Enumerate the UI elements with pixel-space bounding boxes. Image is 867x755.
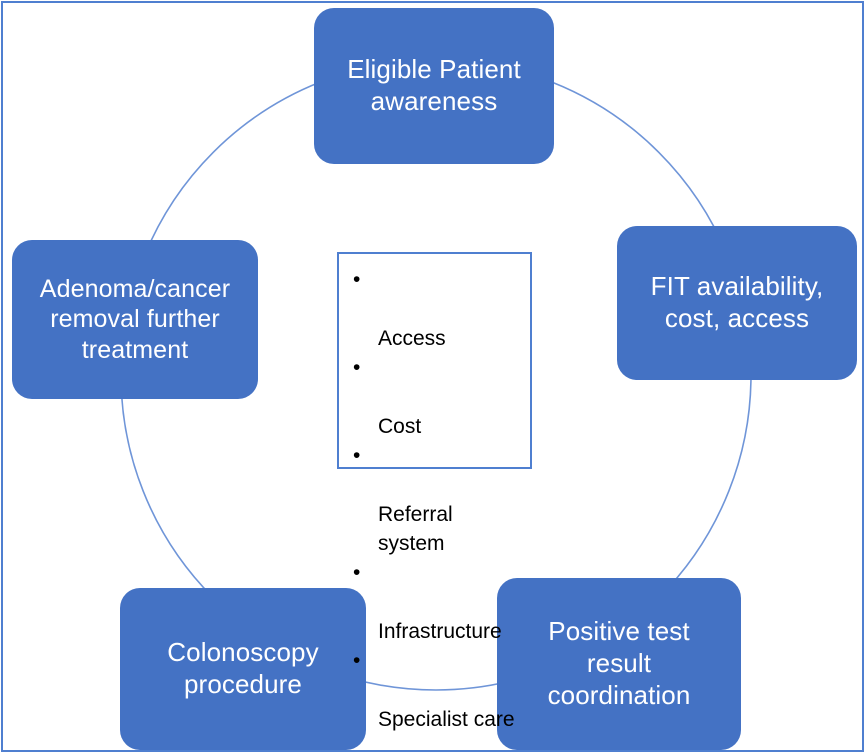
cycle-node-label: Eligible Patient awareness: [347, 54, 521, 116]
cycle-node-positive-test-result-coordination[interactable]: Positive test result coordination: [497, 578, 741, 750]
list-item-label: Specialist care: [378, 707, 515, 731]
bullet-icon: •: [353, 268, 361, 291]
list-item-label: Cost: [378, 414, 422, 438]
list-item: • Cost: [352, 355, 530, 442]
bullet-icon: •: [353, 355, 361, 379]
list-item: • Infrastructure: [352, 560, 530, 647]
center-factors-list: • Access • Cost • Referral system • Infr…: [339, 254, 530, 735]
list-item-label: Access: [378, 326, 446, 350]
cycle-node-colonoscopy-procedure[interactable]: Colonoscopy procedure: [120, 588, 366, 750]
bullet-icon: •: [353, 560, 361, 584]
cycle-node-label: Colonoscopy procedure: [167, 637, 319, 699]
list-item: • Access: [352, 267, 530, 354]
bullet-icon: •: [353, 648, 361, 672]
cycle-node-label: Positive test result coordination: [547, 616, 691, 710]
cycle-node-eligible-patient-awareness[interactable]: Eligible Patient awareness: [314, 8, 554, 164]
cycle-node-label: Adenoma/cancer removal further treatment: [39, 274, 231, 364]
list-item: • Specialist care: [352, 648, 530, 735]
list-item-label: Infrastructure: [378, 619, 502, 643]
center-factors-box: • Access • Cost • Referral system • Infr…: [337, 252, 532, 731]
cycle-node-label: FIT availability, cost, access: [650, 271, 824, 333]
bullet-icon: •: [353, 443, 361, 467]
list-item: • Referral system: [352, 443, 530, 559]
cycle-node-fit-availability[interactable]: FIT availability, cost, access: [617, 226, 857, 380]
list-item-label: Referral system: [378, 502, 453, 555]
cycle-node-adenoma-cancer-removal[interactable]: Adenoma/cancer removal further treatment: [12, 240, 258, 399]
